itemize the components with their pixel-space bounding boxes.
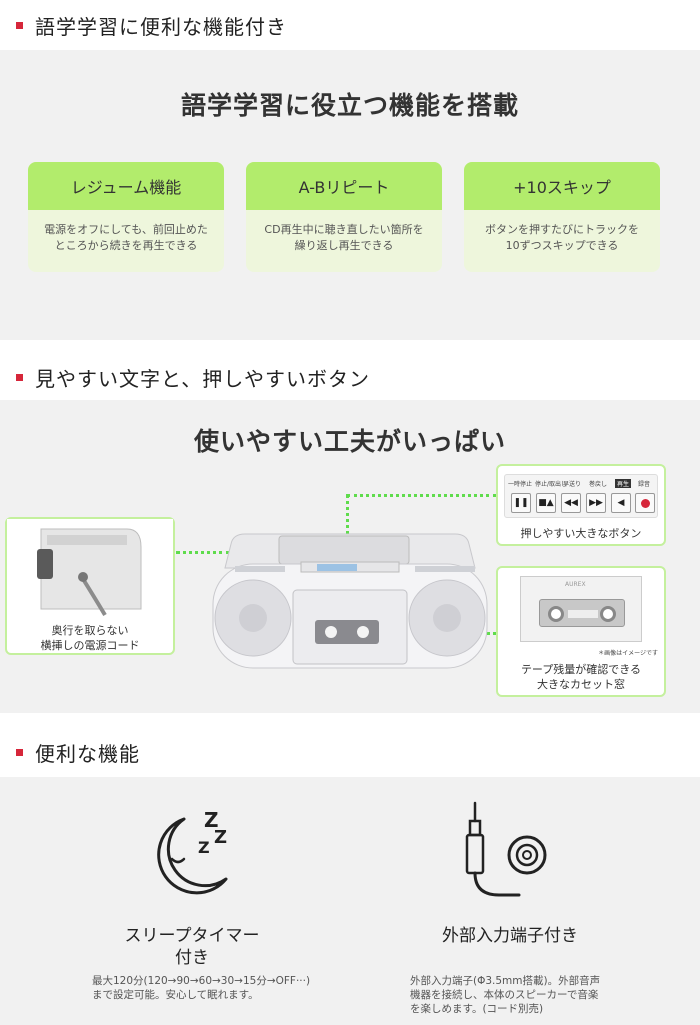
heading-text: 語学学習に便利な機能付き (35, 14, 287, 39)
cd-radio-cassette-product (212, 533, 488, 669)
button-label: 再生 (615, 479, 632, 488)
heading-marker (16, 748, 23, 756)
svg-text:Z: Z (214, 827, 227, 848)
card-desc: CD再生中に聴き直したい箇所を 繰り返し再生できる (246, 210, 442, 254)
cord-caption-line: 奥行を取らない (51, 624, 129, 637)
convenience-panel: Z Z Z スリープタイマー 付き 最大120分(120→90→60→30→15… (0, 777, 700, 1025)
feature-title-line: 外部入力端子付き (442, 926, 578, 946)
panel-title: 語学学習に役立つ機能を搭載 (180, 91, 519, 120)
play-icon: ◀ (611, 493, 631, 513)
feature-desc-line: 最大120分(120→90→60→30→15分→OFF···) (92, 975, 311, 987)
svg-text:Z: Z (204, 808, 219, 832)
card-desc-line: CD再生中に聴き直したい箇所を (264, 223, 424, 236)
svg-text:Z: Z (198, 838, 210, 857)
button-label: 早送り (563, 481, 582, 488)
buttons-callout: 一時停止 停止/取出し 早送り 巻戻し 再生 録音 ❚❚ ■▲ ◀◀ ▶▶ ◀ … (496, 464, 666, 546)
card-desc: ボタンを押すたびにトラックを 10ずつスキップできる (464, 210, 660, 254)
card-desc-line: 10ずつスキップできる (505, 239, 619, 252)
cassette-caption-line: 大きなカセット窓 (537, 678, 625, 691)
feature-card-resume: レジューム機能 電源をオフにしても、前回止めた ところから続きを再生できる (28, 162, 224, 272)
panel-title: 使いやすい工夫がいっぱい (193, 427, 506, 456)
feature-title-sleep-timer: スリープタイマー 付き (92, 925, 292, 969)
cord-caption-line: 横挿しの電源コード (40, 639, 140, 652)
heading-text: 見やすい文字と、押しやすいボタン (35, 366, 370, 391)
feature-desc-line: 機器を接続し、本体のスピーカーで音楽 (410, 989, 599, 1001)
cassette-window-callout: AUREX ＊画像はイメージです テープ残量が確認できる 大きなカセット窓 (496, 566, 666, 697)
feature-title-line: 付き (175, 948, 209, 968)
record-icon (635, 493, 655, 513)
fast-forward-icon: ◀◀ (561, 493, 581, 513)
language-features-panel: 語学学習に役立つ機能を搭載 レジューム機能 電源をオフにしても、前回止めた とこ… (0, 50, 700, 340)
audio-jack-icon (465, 801, 547, 897)
sleep-moon-icon: Z Z Z (157, 808, 228, 895)
connector-line (346, 494, 349, 554)
power-cord-photo (7, 519, 173, 619)
card-desc: 電源をオフにしても、前回止めた ところから続きを再生できる (28, 210, 224, 254)
cassette-window (539, 599, 625, 627)
button-label: 停止/取出し (535, 481, 568, 488)
feature-desc-line: まで設定可能。安心して眠れます。 (92, 989, 259, 1001)
usability-panel: 使いやすい工夫がいっぱい 奥行を取らない 横挿しの電源コード 一時停止 停止/取… (0, 400, 700, 713)
feature-desc-sleep-timer: 最大120分(120→90→60→30→15分→OFF···) まで設定可能。安… (92, 974, 342, 1002)
heading-marker (16, 373, 23, 381)
feature-desc-external-input: 外部入力端子(Φ3.5mm搭載)。外部音声 機器を接続し、本体のスピーカーで音楽… (410, 974, 670, 1016)
card-desc-line: ボタンを押すたびにトラックを (485, 223, 639, 236)
brand-label: AUREX (565, 581, 586, 588)
connector-line (347, 494, 496, 497)
feature-title-line: スリープタイマー (124, 926, 260, 946)
feature-desc-line: 外部入力端子(Φ3.5mm搭載)。外部音声 (410, 975, 601, 987)
heading-marker (16, 21, 23, 29)
buttons-caption: 押しやすい大きなボタン (520, 527, 642, 540)
feature-title-external-input: 外部入力端子付き (410, 925, 610, 947)
card-title: レジューム機能 (28, 162, 224, 210)
image-note: ＊画像はイメージです (598, 650, 658, 657)
rewind-icon: ▶▶ (586, 493, 606, 513)
button-panel: 一時停止 停止/取出し 早送り 巻戻し 再生 録音 ❚❚ ■▲ ◀◀ ▶▶ ◀ (504, 474, 658, 518)
section-heading-convenience: 便利な機能 (0, 727, 700, 777)
card-desc-line: 繰り返し再生できる (294, 239, 394, 252)
card-desc-line: ところから続きを再生できる (54, 239, 198, 252)
button-label: 巻戻し (589, 481, 608, 488)
feature-desc-line: を楽しめます。(コード別売) (410, 1003, 544, 1015)
button-label: 一時停止 (508, 481, 533, 488)
stop-eject-icon: ■▲ (536, 493, 556, 513)
card-title: +10スキップ (464, 162, 660, 210)
heading-text: 便利な機能 (35, 741, 140, 766)
feature-card-skip: +10スキップ ボタンを押すたびにトラックを 10ずつスキップできる (464, 162, 660, 272)
feature-card-ab-repeat: A-Bリピート CD再生中に聴き直したい箇所を 繰り返し再生できる (246, 162, 442, 272)
button-label: 録音 (638, 481, 651, 488)
cassette-photo: AUREX (520, 576, 642, 642)
power-cord-callout: 奥行を取らない 横挿しの電源コード (5, 517, 175, 655)
connector-line (176, 551, 230, 554)
section-heading-language: 語学学習に便利な機能付き (0, 0, 700, 50)
section-heading-usability: 見やすい文字と、押しやすいボタン (0, 352, 700, 402)
card-title: A-Bリピート (246, 162, 442, 210)
cassette-caption-line: テープ残量が確認できる (520, 663, 642, 676)
card-desc-line: 電源をオフにしても、前回止めた (44, 223, 208, 236)
pause-icon: ❚❚ (511, 493, 531, 513)
